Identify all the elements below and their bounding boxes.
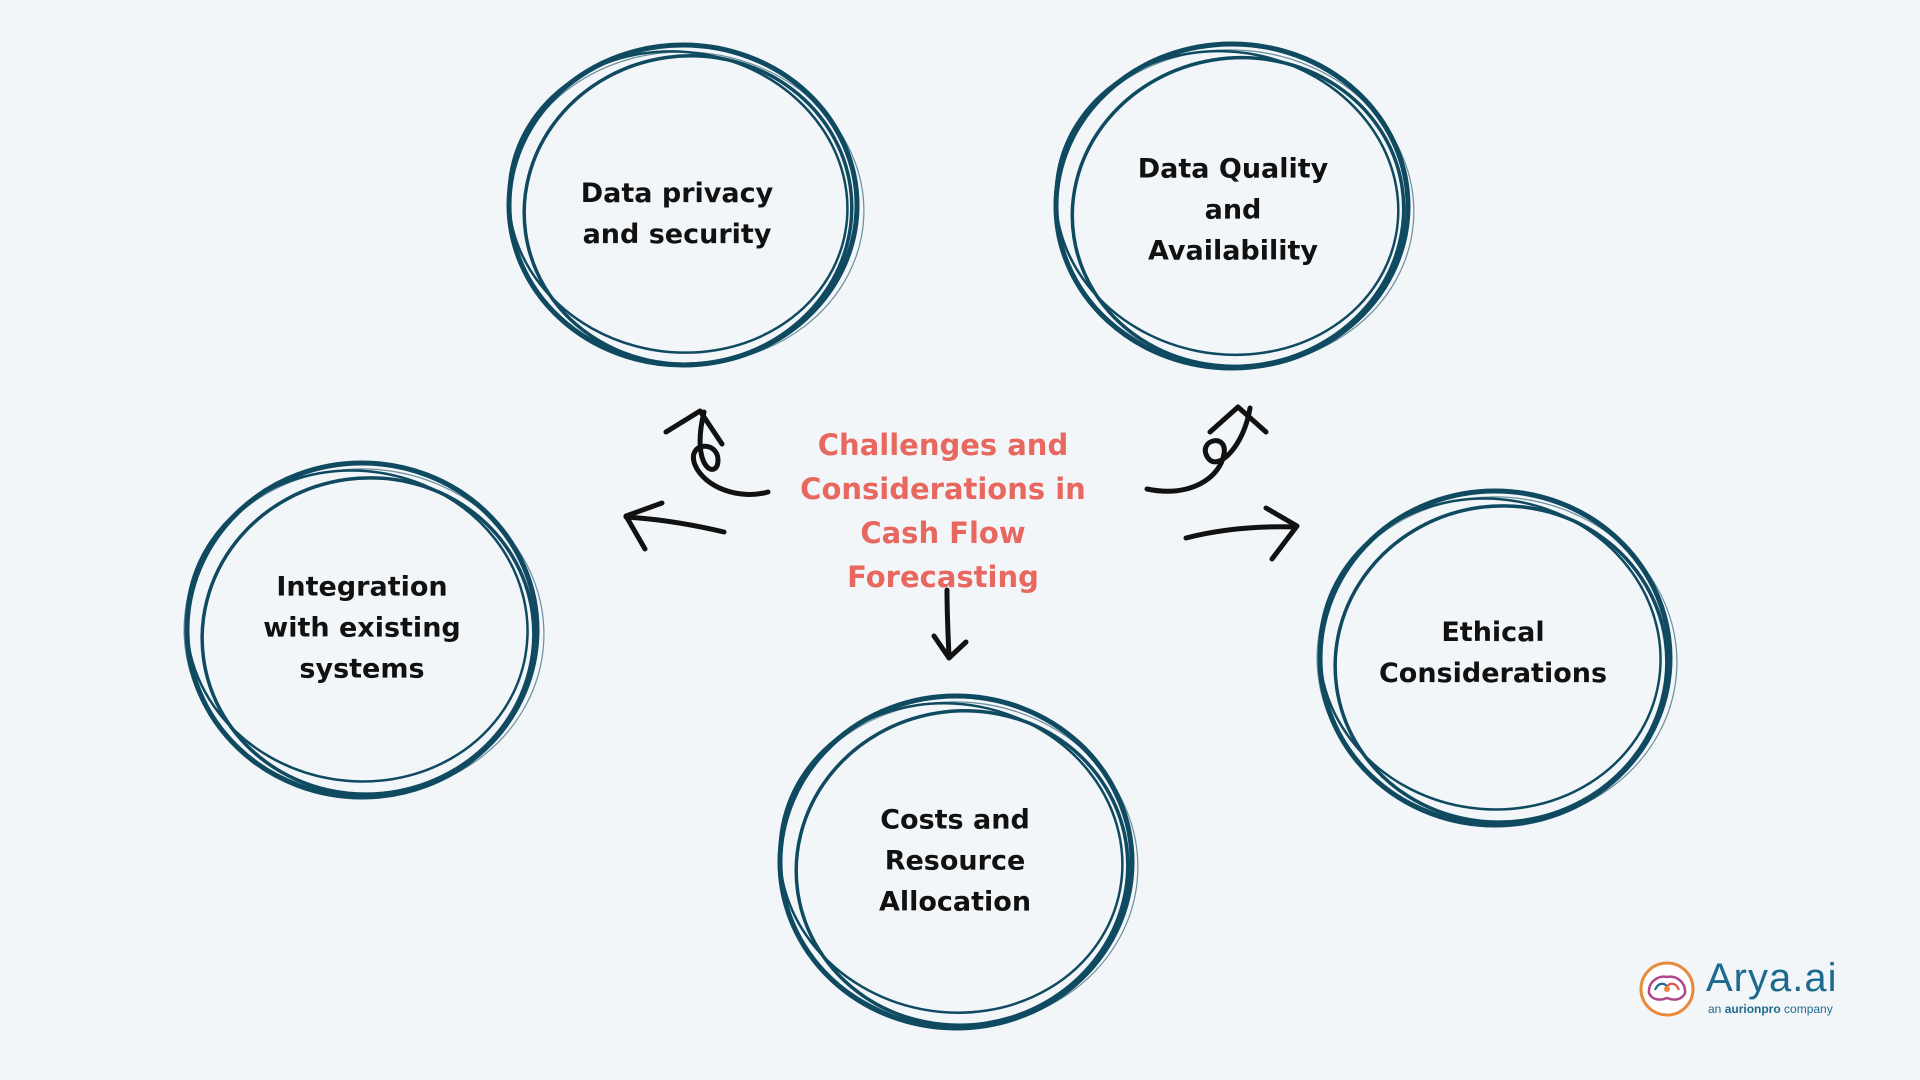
circle-integration [183,460,545,800]
node-label-costs: Costs and Resource Allocation [878,804,1032,918]
circle-costs [777,693,1139,1031]
node-label-integration: Integration with existing systems [263,571,461,685]
arya-logo-icon [1639,961,1695,1017]
node-label-data-quality: Data Quality and Availability [1137,153,1329,267]
arrow-to-integration [623,500,727,552]
arrow-to-data-quality [1144,404,1269,494]
circle-ethical [1316,488,1678,828]
arrow-to-data-privacy [663,408,771,497]
brand-logo: Arya.ai an aurionpro company [1636,956,1838,1020]
node-label-ethical: Ethical Considerations [1378,617,1608,689]
circle-data-quality [1053,41,1415,371]
circle-data-privacy [506,42,865,368]
diagram-title: Challenges and Considerations in Cash Fl… [800,428,1086,594]
arrow-to-costs [931,587,969,661]
brand-tagline: an aurionpro company [1708,1002,1833,1016]
node-label-data-privacy: Data privacy and security [580,178,774,250]
arrow-to-ethical [1183,505,1300,562]
brand-name: Arya.ai [1706,956,1838,1000]
